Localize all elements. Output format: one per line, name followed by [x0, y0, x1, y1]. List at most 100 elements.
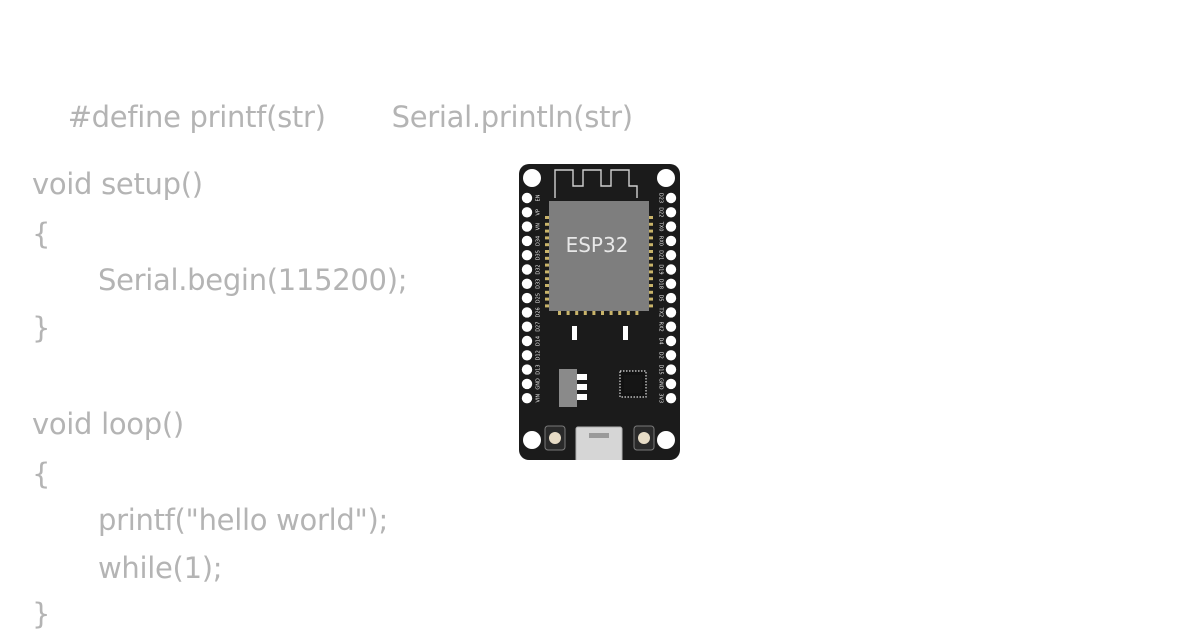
code-line-setup-signature: void setup() [32, 167, 203, 201]
right-pin-d4[interactable] [665, 335, 677, 347]
left-pin-label: D14 [536, 336, 542, 346]
module-pad-left [545, 229, 551, 233]
code-line-setup-close: } [32, 311, 51, 345]
module-pad-right [647, 229, 653, 233]
left-pin-label: D33 [536, 279, 542, 289]
smd-capacitor-right [623, 326, 628, 340]
right-pin-label: D21 [658, 250, 664, 260]
micro-usb-slot [589, 433, 609, 438]
module-pad-bottom [583, 309, 587, 315]
module-pad-left [545, 236, 551, 240]
code-line-loop-body-1: printf("hello world"); [98, 503, 388, 537]
module-pad-right [647, 263, 653, 267]
left-pin-d12[interactable] [521, 350, 533, 361]
module-pad-left [545, 277, 551, 281]
right-pin-header: D23D22TX0RX0D21D19D18D5TX2RX2D4D2D15GND3… [658, 192, 677, 404]
mount-hole-bottom-left [523, 431, 541, 449]
module-pad-right [647, 284, 653, 287]
left-pin-vn[interactable] [521, 221, 533, 232]
right-pin-label: D23 [658, 193, 664, 203]
right-pin-gnd[interactable] [665, 378, 677, 390]
module-pad-left [545, 297, 551, 301]
module-pad-left [545, 250, 551, 253]
left-pin-d33[interactable] [521, 278, 533, 289]
module-pad-left [545, 243, 551, 247]
right-pin-label: D22 [658, 207, 664, 217]
module-pad-left [545, 216, 551, 219]
code-line-loop-signature: void loop() [32, 407, 184, 441]
esp32-module [549, 201, 649, 311]
voltage-regulator [559, 369, 577, 407]
left-pin-label: D32 [536, 264, 542, 274]
module-pad-right [647, 297, 653, 301]
define-directive: #define printf(str) [67, 100, 326, 134]
left-pin-d13[interactable] [521, 364, 533, 375]
module-pad-left [545, 304, 551, 308]
module-pad-left [545, 222, 551, 226]
left-pin-d27[interactable] [521, 321, 533, 332]
right-pin-d19[interactable] [665, 264, 677, 275]
regulator-leg-2 [577, 384, 587, 390]
left-pin-en[interactable] [521, 192, 533, 204]
right-pin-label: D15 [658, 364, 664, 374]
en-button[interactable] [544, 425, 566, 451]
esp32-board-svg: ESP32 ENVPVND34D35D32D33D25D26D27D14D12D… [519, 164, 680, 460]
left-pin-label: D34 [536, 236, 542, 246]
left-pin-label: EN [536, 194, 542, 201]
left-pin-label: D35 [536, 250, 542, 260]
right-pin-d22[interactable] [665, 207, 677, 218]
right-pin-d18[interactable] [665, 278, 677, 289]
module-pad-right [647, 256, 653, 260]
module-pad-right [647, 290, 653, 294]
boot-button[interactable] [633, 425, 655, 451]
code-line-loop-close: } [32, 597, 51, 631]
right-pin-tx0[interactable] [665, 221, 677, 232]
right-pin-d15[interactable] [665, 364, 677, 375]
right-pin-rx2[interactable] [665, 321, 677, 332]
module-pad-bottom [575, 309, 579, 315]
right-pin-label: D4 [658, 337, 664, 344]
module-pad-left [545, 290, 551, 294]
code-line-setup-open: { [32, 217, 51, 251]
right-pin-d5[interactable] [665, 292, 677, 304]
right-pin-label: RX0 [658, 236, 664, 246]
left-pin-d35[interactable] [521, 250, 533, 261]
right-pin-label: RX2 [658, 322, 664, 332]
right-pin-rx0[interactable] [665, 235, 677, 247]
code-line-loop-open: { [32, 457, 51, 491]
right-pin-tx2[interactable] [665, 307, 677, 318]
left-pin-d34[interactable] [521, 235, 533, 247]
left-pin-label: VN [536, 223, 542, 230]
right-pin-label: D2 [658, 352, 664, 359]
code-line-setup-body: Serial.begin(115200); [98, 263, 408, 297]
left-pin-d26[interactable] [521, 307, 533, 318]
module-pad-right [647, 270, 653, 274]
right-pin-3v3[interactable] [665, 393, 677, 404]
left-pin-d32[interactable] [521, 264, 533, 275]
left-pin-label: VIN [536, 394, 542, 403]
module-pad-left [545, 270, 551, 274]
right-pin-label: TX0 [658, 221, 664, 232]
mount-hole-top-left [523, 169, 541, 187]
right-pin-d2[interactable] [665, 350, 677, 361]
left-pin-d25[interactable] [521, 292, 533, 304]
left-pin-gnd[interactable] [521, 378, 533, 390]
regulator-leg-3 [577, 394, 587, 400]
left-pin-label: D13 [536, 364, 542, 374]
left-pin-d14[interactable] [521, 335, 533, 347]
module-pad-right [647, 243, 653, 247]
right-pin-d23[interactable] [665, 192, 677, 204]
right-pin-label: 3V3 [658, 393, 664, 403]
micro-usb-port[interactable] [575, 426, 623, 460]
left-pin-vin[interactable] [521, 393, 533, 404]
module-pad-bottom [618, 309, 622, 315]
module-pad-left [545, 263, 551, 267]
module-pad-left [545, 256, 551, 260]
smd-capacitor-left [572, 326, 577, 340]
left-pin-vp[interactable] [521, 207, 533, 218]
right-pin-d21[interactable] [665, 250, 677, 261]
module-pad-right [647, 216, 653, 219]
left-pin-label: D25 [536, 293, 542, 303]
module-pad-right [647, 250, 653, 253]
